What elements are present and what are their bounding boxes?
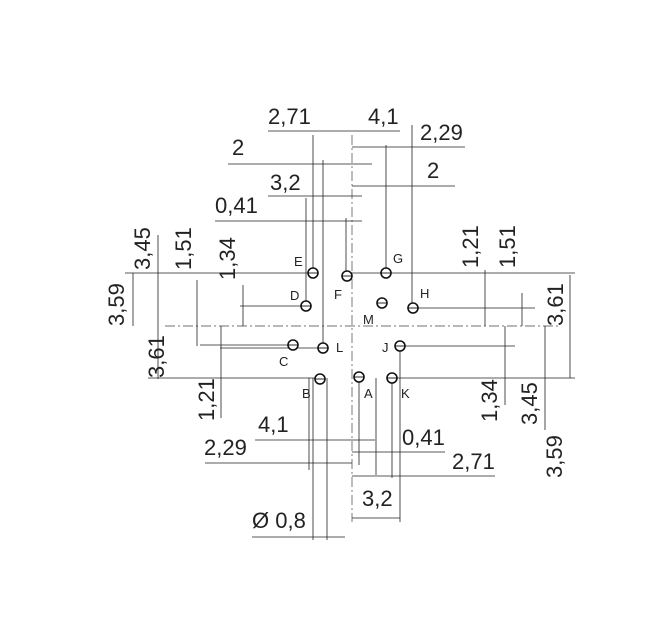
dimension-labels-bottom: 4,1 2,29 0,41 2,71 3,2 Ø 0,8 <box>204 412 495 533</box>
pin-f: F <box>334 270 353 302</box>
dim-bot-3-2: 3,2 <box>362 486 393 511</box>
dimension-labels-left: 3,45 1,51 1,34 3,59 3,61 1,21 <box>104 227 240 421</box>
center-axes <box>165 135 560 522</box>
pin-m-label: M <box>363 312 374 327</box>
dim-left-3-45: 3,45 <box>130 227 155 270</box>
pin-g-label: G <box>393 251 403 266</box>
dim-top-3-2: 3,2 <box>270 170 301 195</box>
dimension-lines <box>125 125 575 540</box>
dim-top-2-right: 2 <box>427 158 439 183</box>
dimension-labels-right: 1,21 1,51 3,61 1,34 3,45 3,59 <box>458 225 568 478</box>
dim-left-3-59: 3,59 <box>104 283 129 326</box>
pin-f-label: F <box>334 287 342 302</box>
dimension-labels-top: 2,71 4,1 2,29 2 2 3,2 0,41 <box>215 104 463 218</box>
pin-c-label: C <box>279 354 288 369</box>
pins: A B C D E F G <box>279 251 429 401</box>
dim-left-3-61: 3,61 <box>144 335 169 378</box>
pin-b: B <box>302 373 326 401</box>
dim-right-3-61: 3,61 <box>543 283 568 326</box>
dim-bot-2-71: 2,71 <box>452 449 495 474</box>
pin-l-label: L <box>336 340 343 355</box>
dim-bot-4-1: 4,1 <box>258 412 289 437</box>
dim-top-4-1: 4,1 <box>368 104 399 129</box>
dim-top-2-left: 2 <box>232 135 244 160</box>
pin-a: A <box>353 371 373 401</box>
dim-right-3-45: 3,45 <box>517 382 542 425</box>
dim-right-1-21: 1,21 <box>458 225 483 268</box>
pin-k-label: K <box>401 386 410 401</box>
dim-bot-0-41: 0,41 <box>402 425 445 450</box>
dim-bot-2-29: 2,29 <box>204 435 247 460</box>
pin-h: H <box>407 286 429 314</box>
dim-bot-diameter: Ø 0,8 <box>252 508 306 533</box>
pin-j: J <box>382 340 406 355</box>
pin-d: D <box>290 288 312 312</box>
dim-left-1-34: 1,34 <box>215 237 240 280</box>
dim-right-1-51: 1,51 <box>495 225 520 268</box>
dim-top-2-71: 2,71 <box>268 104 311 129</box>
pin-g: G <box>380 251 403 279</box>
pin-c: C <box>279 339 299 369</box>
pin-e: E <box>294 254 319 279</box>
pin-h-label: H <box>420 286 429 301</box>
pin-b-label: B <box>302 386 311 401</box>
pin-m: M <box>363 297 388 327</box>
dim-right-3-59: 3,59 <box>542 435 567 478</box>
dim-top-2-29: 2,29 <box>420 120 463 145</box>
dim-right-1-34: 1,34 <box>477 379 502 422</box>
dim-left-1-51: 1,51 <box>171 227 196 270</box>
dim-left-1-21: 1,21 <box>194 378 219 421</box>
pin-d-label: D <box>290 288 299 303</box>
pin-j-label: J <box>382 340 389 355</box>
pin-e-label: E <box>294 254 303 269</box>
dim-top-0-41: 0,41 <box>215 193 258 218</box>
pin-l: L <box>317 340 343 355</box>
pin-a-label: A <box>364 386 373 401</box>
pin-k: K <box>386 372 410 401</box>
